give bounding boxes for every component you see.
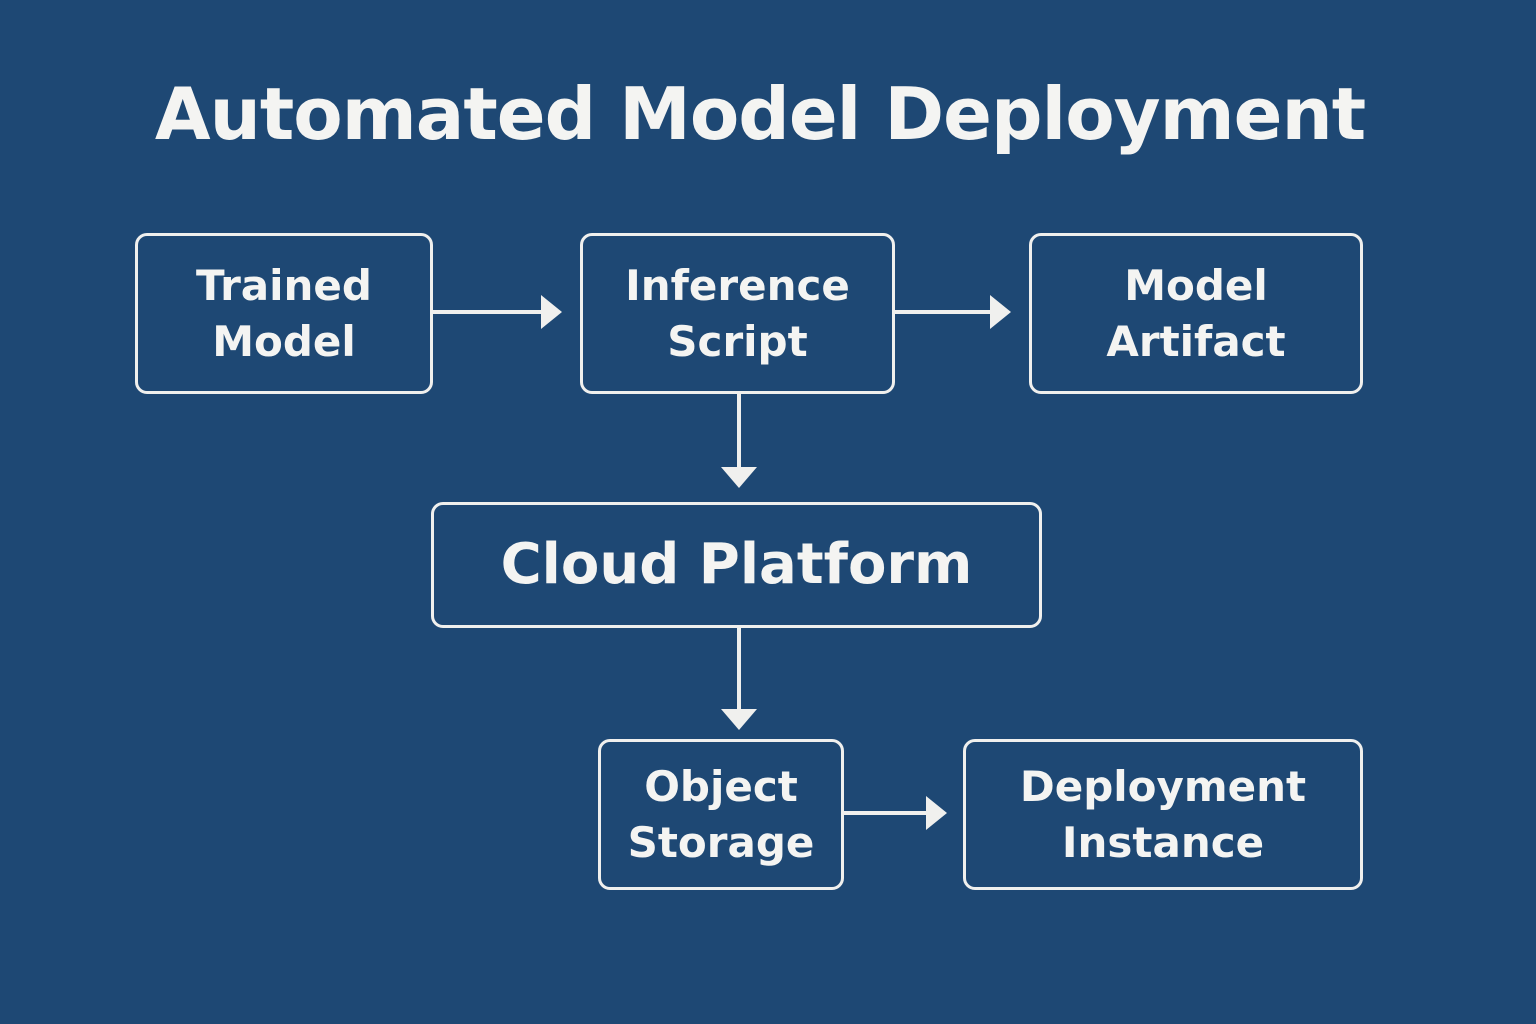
node-deployment-instance: Deployment Instance bbox=[963, 739, 1363, 890]
node-inference-script: Inference Script bbox=[580, 233, 895, 394]
node-label-line: Instance bbox=[1061, 817, 1265, 867]
node-label-line: Trained bbox=[196, 260, 372, 310]
node-label-line: Object bbox=[644, 761, 798, 811]
node-label-line: Model bbox=[1124, 260, 1268, 310]
node-object-storage: Object Storage bbox=[598, 739, 844, 890]
node-label-line: Inference bbox=[625, 260, 850, 310]
node-label-line: Deployment bbox=[1019, 761, 1307, 811]
node-label-line: Storage bbox=[627, 817, 815, 867]
node-model-artifact: Model Artifact bbox=[1029, 233, 1363, 394]
node-label-line: Artifact bbox=[1106, 316, 1286, 366]
arrow-inference-to-cloud bbox=[721, 394, 757, 488]
node-label-line: Script bbox=[667, 316, 808, 366]
arrow-cloud-to-storage bbox=[721, 628, 757, 730]
node-label-line: Model bbox=[212, 316, 356, 366]
arrow-inference-to-artifact bbox=[895, 295, 1011, 329]
diagram-title: Automated Model Deployment bbox=[154, 72, 1366, 156]
arrow-trained-to-inference bbox=[433, 295, 562, 329]
node-cloud-platform: Cloud Platform bbox=[431, 502, 1042, 628]
arrow-storage-to-deployment bbox=[844, 796, 947, 830]
node-label-line: Cloud Platform bbox=[500, 532, 973, 597]
node-trained-model: Trained Model bbox=[135, 233, 433, 394]
